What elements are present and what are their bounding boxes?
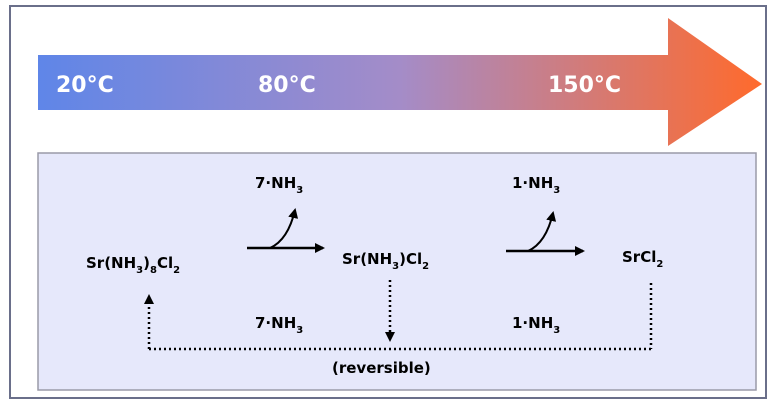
reaction-panel <box>37 152 757 391</box>
temp-label-mid: 80°C <box>258 73 316 98</box>
release-label-step1: 7·NH3 <box>255 174 303 196</box>
compound-srcl2: SrCl2 <box>622 248 663 270</box>
absorption-label-step2: 1·NH3 <box>512 314 560 336</box>
absorption-label-step1: 7·NH3 <box>255 314 303 336</box>
release-arrow-step2 <box>527 211 557 252</box>
temperature-arrow <box>38 18 762 146</box>
temp-label-high: 150°C <box>548 73 621 98</box>
release-label-step2: 1·NH3 <box>512 174 560 196</box>
release-arrow-step1 <box>269 208 299 249</box>
compound-sr-nh3-8-cl2: Sr(NH3)8Cl2 <box>86 254 180 276</box>
temp-label-low: 20°C <box>56 73 114 98</box>
compound-sr-nh3-cl2: Sr(NH3)Cl2 <box>342 250 429 272</box>
reversible-label: (reversible) <box>332 359 431 377</box>
